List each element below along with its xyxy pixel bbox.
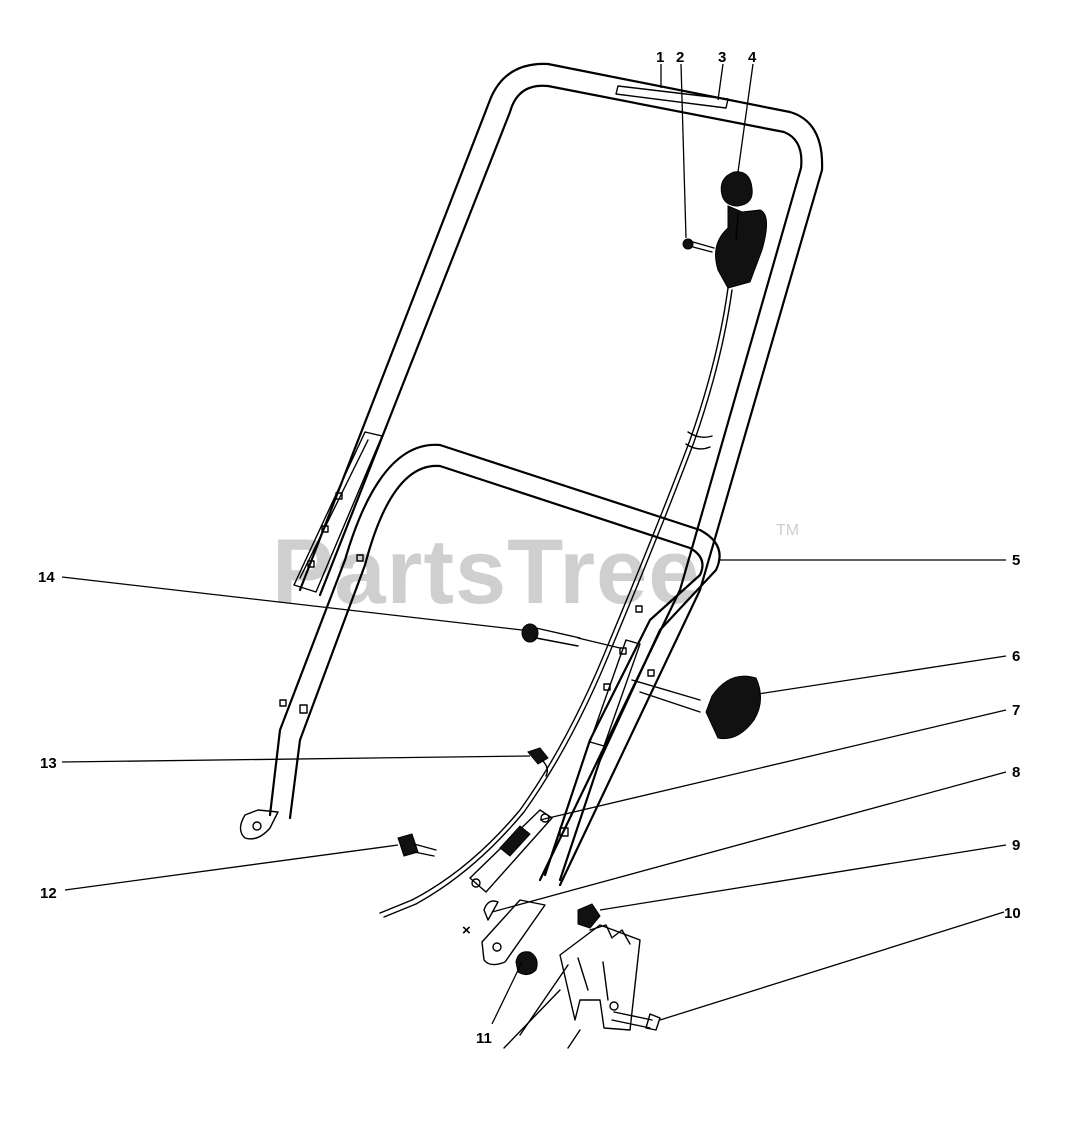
callout-10: 10 bbox=[1004, 905, 1021, 922]
callout-11: 11 bbox=[476, 1030, 492, 1047]
callout-6: 6 bbox=[1012, 648, 1020, 665]
nut-9 bbox=[577, 903, 601, 929]
callout-2: 2 bbox=[676, 49, 684, 66]
deck-bracket bbox=[503, 924, 641, 1049]
callout-8: 8 bbox=[1012, 764, 1020, 781]
callout-7: 7 bbox=[1012, 702, 1020, 719]
leader-lines bbox=[61, 63, 1007, 1025]
watermark-tm: TM bbox=[776, 522, 799, 539]
bolt-14 bbox=[521, 623, 621, 649]
upper-handle bbox=[293, 62, 824, 887]
lower-foot: × bbox=[462, 899, 546, 966]
knob-6 bbox=[631, 675, 761, 740]
callout-14: 14 bbox=[38, 569, 55, 586]
callout-1: 1 bbox=[656, 49, 664, 66]
bracket-7 bbox=[469, 809, 569, 893]
cable-clamp bbox=[527, 747, 549, 777]
callout-9: 9 bbox=[1012, 837, 1020, 854]
bolt-12 bbox=[397, 833, 437, 857]
callout-labels: 1 2 3 4 5 6 7 8 9 10 11 12 13 14 bbox=[38, 49, 1021, 1047]
callout-12: 12 bbox=[40, 885, 57, 902]
watermark: PartsTree TM bbox=[272, 521, 799, 623]
x-mark: × bbox=[462, 922, 471, 939]
bolt-10 bbox=[611, 1011, 661, 1031]
lower-handle bbox=[239, 443, 721, 882]
callout-5: 5 bbox=[1012, 552, 1020, 569]
callout-3: 3 bbox=[718, 49, 726, 66]
control-cable bbox=[379, 287, 733, 918]
callout-13: 13 bbox=[40, 755, 57, 772]
knob-11 bbox=[515, 951, 538, 976]
callout-4: 4 bbox=[748, 49, 757, 66]
control-lever bbox=[682, 171, 767, 289]
